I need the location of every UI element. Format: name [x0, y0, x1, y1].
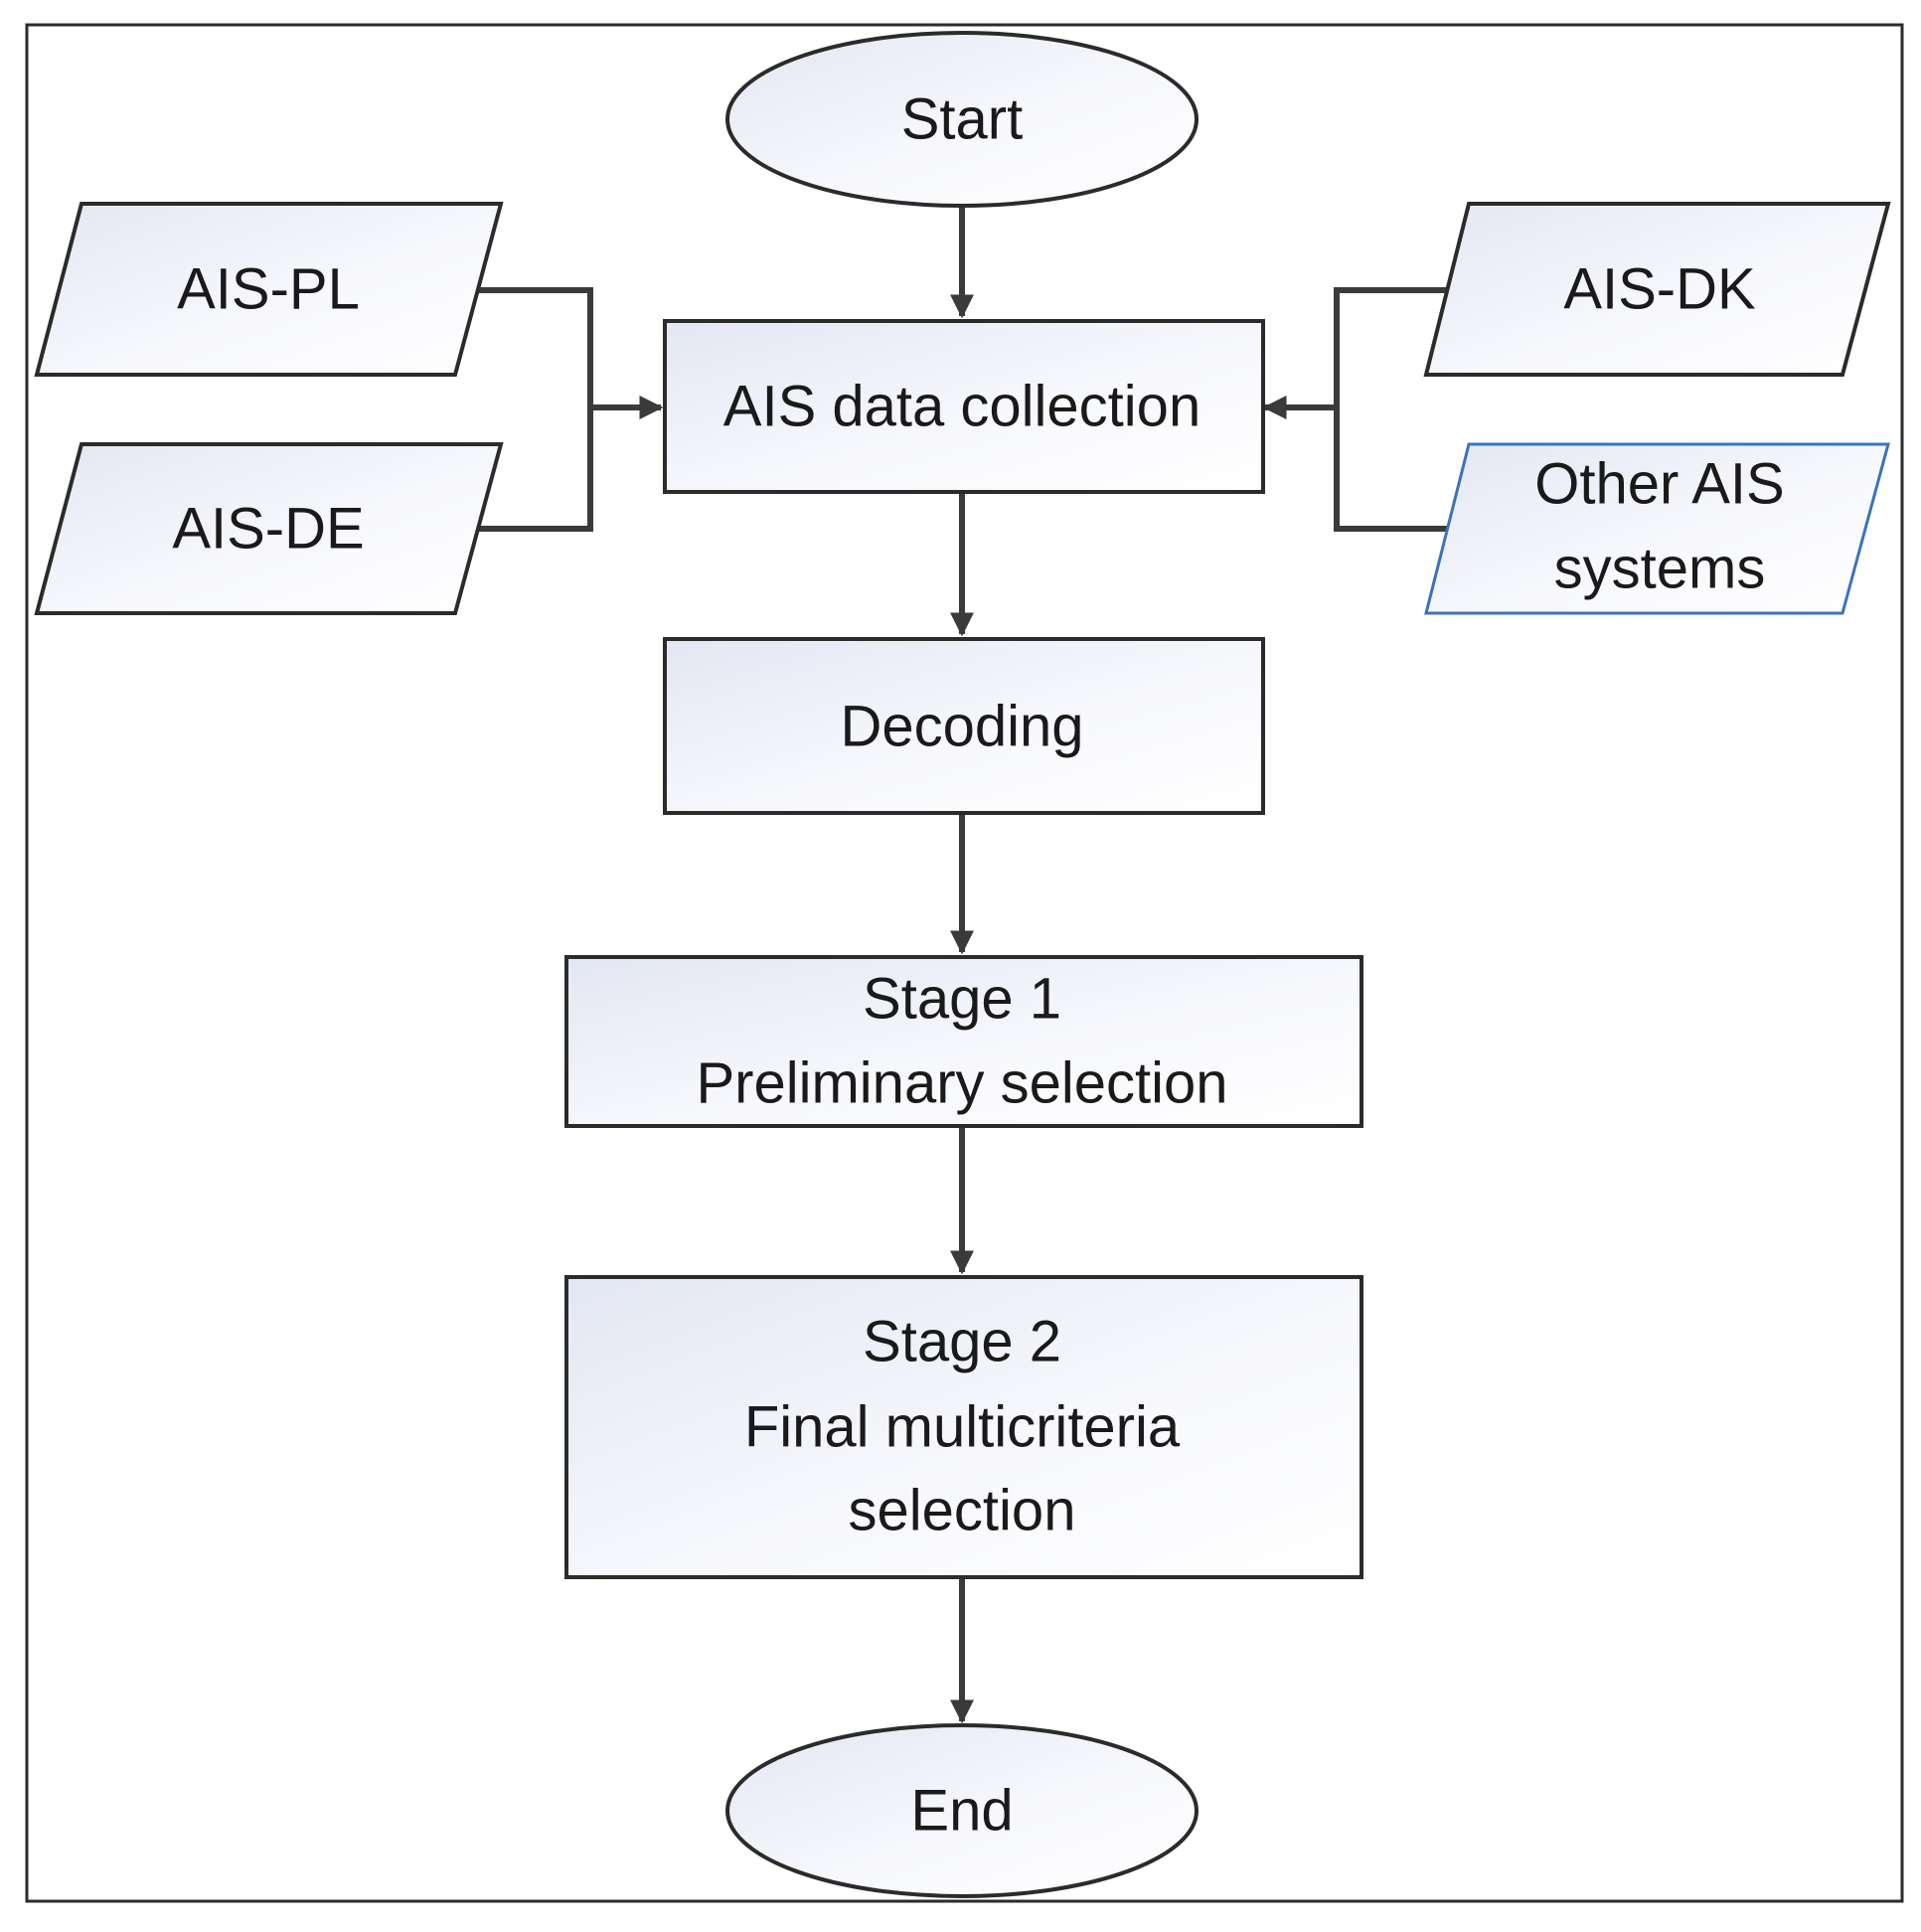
stage2-box: Stage 2 Final multicriteria selection: [564, 1275, 1363, 1579]
connectors: [477, 206, 1449, 1724]
bracket-left: [477, 287, 593, 532]
start-terminal: Start: [725, 31, 1199, 208]
decoding-box: Decoding: [663, 637, 1265, 815]
other-ais-input: Other AIS systems: [1424, 442, 1890, 615]
ais-de-label: AIS-DE: [172, 497, 364, 562]
other-ais-label-line1: Other AIS: [1534, 452, 1784, 517]
ais-pl-label: AIS-PL: [177, 257, 360, 322]
bracket-right: [1334, 287, 1449, 532]
stage1-box: Stage 1 Preliminary selection: [564, 955, 1363, 1128]
end-terminal: End: [725, 1723, 1199, 1898]
ais-de-input: AIS-DE: [34, 442, 504, 615]
ais-pl-input: AIS-PL: [34, 202, 504, 377]
outer-frame: [25, 23, 1904, 1903]
ais-dk-input: AIS-DK: [1423, 202, 1891, 377]
start-label: Start: [901, 87, 1024, 152]
ais-dk-label: AIS-DK: [1563, 257, 1756, 322]
end-label: End: [910, 1779, 1013, 1844]
stage1-title: Stage 1: [863, 967, 1061, 1032]
stage2-subtitle-line1: Final multicriteria: [744, 1395, 1181, 1460]
stage2-subtitle-line2: selection: [849, 1479, 1076, 1543]
stage1-subtitle: Preliminary selection: [696, 1051, 1227, 1116]
decoding-label: Decoding: [840, 695, 1083, 759]
collection-box: AIS data collection: [663, 319, 1265, 494]
other-ais-label-line2: systems: [1554, 537, 1766, 601]
stage2-title: Stage 2: [863, 1310, 1061, 1374]
collection-label: AIS data collection: [723, 375, 1201, 439]
